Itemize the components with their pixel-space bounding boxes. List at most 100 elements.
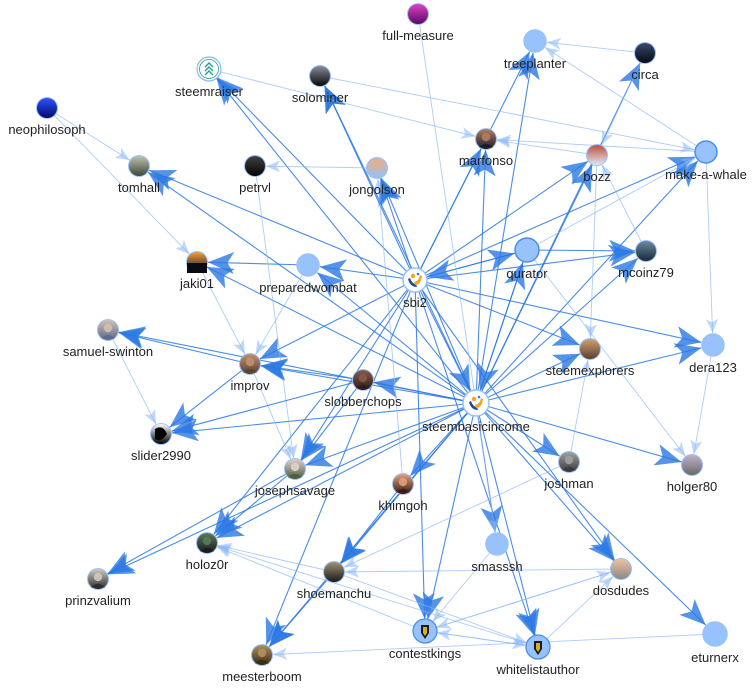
node-khimgoh[interactable]: khimgoh: [378, 473, 428, 513]
node-eturnerx[interactable]: eturnerx: [691, 621, 739, 665]
edge-arrowhead: [673, 326, 702, 348]
edge-arrowhead: [672, 160, 698, 188]
node-samuel-swinton[interactable]: samuel-swinton: [63, 319, 153, 359]
edge: [217, 544, 539, 648]
node-label: neophilosoph: [8, 122, 85, 137]
node-qurator[interactable]: qurator: [506, 237, 548, 281]
edge: [475, 343, 702, 404]
avatar-person-icon: [196, 532, 218, 554]
edge-line: [414, 51, 531, 281]
node-neophilosoph[interactable]: neophilosoph: [8, 97, 86, 137]
edge-line: [196, 261, 246, 355]
node-label: dosdudes: [593, 583, 650, 598]
edge-line: [380, 177, 477, 404]
avatar-dark-icon: [634, 42, 656, 64]
edge-arrowhead: [551, 353, 581, 375]
edge: [601, 164, 647, 252]
edge-arrowhead: [149, 170, 178, 191]
node-mcoinz79[interactable]: mcoinz79: [618, 240, 674, 280]
edge-line: [272, 633, 716, 655]
node-label: treeplanter: [504, 56, 567, 71]
edge: [475, 160, 699, 404]
node-petrvl[interactable]: petrvl: [239, 155, 271, 195]
node-full-measure[interactable]: full-measure: [382, 3, 454, 43]
edge: [324, 85, 416, 281]
node-dera123[interactable]: dera123: [689, 333, 737, 375]
node-label: meesterboom: [222, 669, 301, 684]
node-label: full-measure: [382, 28, 454, 43]
node-make-a-whale[interactable]: make-a-whale: [665, 140, 747, 182]
edge-line: [568, 359, 589, 463]
edge-line: [217, 545, 335, 573]
node-contestkings[interactable]: contestkings: [389, 618, 462, 661]
node-marfonso[interactable]: marfonso: [459, 128, 513, 168]
node-solominer[interactable]: solominer: [292, 65, 349, 105]
node-slobberchops[interactable]: slobberchops: [324, 369, 402, 409]
edge-arrowhead: [118, 327, 147, 350]
edge-line: [268, 402, 477, 647]
edge-line: [208, 68, 476, 137]
edge-line: [148, 169, 416, 281]
edge: [260, 358, 364, 381]
edge: [319, 259, 416, 282]
edge-line: [475, 402, 615, 562]
node-shoemanchu[interactable]: shoemanchu: [297, 561, 371, 601]
node-jongolson[interactable]: jongolson: [348, 157, 405, 197]
edge: [568, 359, 592, 463]
node-steemraiser[interactable]: steemraiser: [175, 56, 244, 99]
edge-line: [217, 546, 426, 632]
avatar-person-icon: [87, 568, 109, 590]
node-label: whitelistauthor: [495, 662, 580, 677]
node-circa[interactable]: circa: [631, 42, 659, 82]
edge: [432, 543, 498, 623]
node-label: steemexplorers: [546, 363, 635, 378]
node-josephsavage[interactable]: josephsavage: [254, 458, 335, 498]
node-dosdudes[interactable]: dosdudes: [593, 558, 650, 598]
node-preparedwombat[interactable]: preparedwombat: [259, 253, 357, 295]
avatar-dark-icon: [244, 155, 266, 177]
node-jaki01[interactable]: jaki01: [179, 251, 214, 291]
node-holger80[interactable]: holger80: [667, 454, 718, 494]
edge-line: [118, 331, 477, 404]
edge: [601, 52, 646, 146]
node-holoz0r[interactable]: holoz0r: [186, 532, 229, 572]
edge-line: [147, 171, 477, 404]
avatar-person-icon: [239, 353, 261, 375]
node-treeplanter[interactable]: treeplanter: [504, 29, 567, 71]
edge-arrowhead: [215, 510, 243, 536]
node-smasssh[interactable]: smasssh: [471, 532, 523, 574]
node-whitelistauthor[interactable]: whitelistauthor: [495, 634, 580, 677]
edge-line: [216, 402, 477, 539]
edge-arrowhead: [432, 607, 447, 622]
node-bozz[interactable]: bozz: [583, 144, 611, 184]
node-sbi2[interactable]: sbi2: [402, 267, 428, 310]
edge-arrowhead: [504, 262, 526, 291]
node-meesterboom[interactable]: meesterboom: [222, 644, 302, 684]
node-prinzvalium[interactable]: prinzvalium: [65, 568, 131, 608]
edge-arrowhead: [233, 339, 245, 355]
node-label: contestkings: [389, 646, 462, 661]
avatar-cartoon-icon: [610, 558, 632, 580]
node-improv[interactable]: improv: [230, 353, 270, 393]
node-joshman[interactable]: joshman: [543, 451, 594, 491]
edge-arrowhead: [144, 409, 156, 425]
edge-line: [217, 545, 539, 648]
edge-line: [414, 251, 636, 281]
node-steemexplorers[interactable]: steemexplorers: [546, 338, 635, 378]
node-label: josephsavage: [254, 483, 335, 498]
edge-line: [432, 543, 498, 623]
node-label: make-a-whale: [665, 167, 747, 182]
node-tomhall[interactable]: tomhall: [118, 155, 160, 195]
edge: [436, 568, 622, 629]
node-steembasicincome[interactable]: steembasicincome: [422, 389, 530, 434]
edge-arrowhead: [611, 258, 638, 284]
edge: [249, 363, 292, 460]
node-slider2990[interactable]: slider2990: [131, 423, 191, 463]
edge-arrowhead: [545, 47, 561, 61]
edge: [473, 149, 496, 404]
edge: [196, 261, 246, 355]
edge-line: [475, 160, 699, 404]
edge-line: [693, 344, 714, 455]
edge: [107, 329, 157, 425]
